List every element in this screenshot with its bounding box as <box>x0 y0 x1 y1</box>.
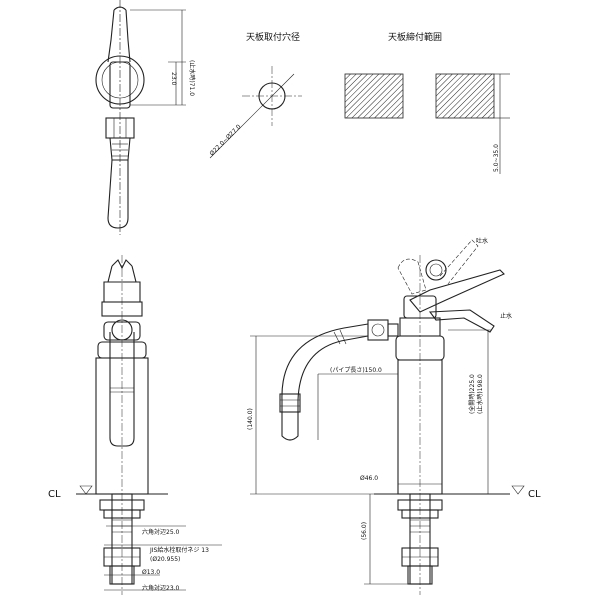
dim-range: 5.0~35.0 <box>493 144 500 172</box>
front-dims: 六角対辺25.0 JIS給水栓取付ネジ 13 (Ø20.955) Ø13.0 六… <box>104 525 222 592</box>
dim-hex25: 六角対辺25.0 <box>142 528 180 536</box>
dim-h140: (140.0) <box>247 408 254 430</box>
dim-total225: (全開時)225.0 <box>468 374 476 414</box>
dim-h56: (56.0) <box>361 522 368 540</box>
dim-dia46: Ø46.0 <box>360 475 378 482</box>
dim-stop198: (止水時)198.0 <box>476 374 484 414</box>
dim-dia13: Ø13.0 <box>142 569 160 576</box>
top-view-faucet <box>95 0 145 235</box>
cl-right: CL <box>528 489 541 500</box>
dim-hole-dia: Ø22.0~Ø27.0 <box>208 123 242 157</box>
range-title: 天板締付範囲 <box>388 31 442 43</box>
dim-jis: JIS給水栓取付ネジ 13 <box>149 546 209 554</box>
side-dims: (140.0) (56.0) (全開時)225.0 (止水時)198.0 (パイ… <box>247 329 492 585</box>
dim-top-23: 23.0 <box>170 72 177 86</box>
hole-title: 天板取付穴径 <box>246 31 300 43</box>
range-diagram: 天板締付範囲 5.0~35.0 <box>344 31 510 174</box>
dim-pipe: (パイプ長さ)150.0 <box>330 367 382 374</box>
dim-hex23: 六角対辺23.0 <box>142 584 180 592</box>
label-open-water: 吐水 <box>476 237 488 245</box>
hole-diagram: 天板取付穴径 Ø22.0~Ø27.0 <box>208 31 302 159</box>
dim-top-71: (止水時)71.0 <box>188 60 196 96</box>
label-stop-water: 止水 <box>500 312 512 320</box>
dim-jis-sub: (Ø20.955) <box>150 556 180 563</box>
cl-left: CL <box>48 489 61 500</box>
top-dims: (止水時)71.0 23.0 <box>130 9 196 106</box>
front-view-faucet: CL <box>48 255 168 595</box>
side-view-faucet: CL 吐水 止水 <box>279 237 541 595</box>
